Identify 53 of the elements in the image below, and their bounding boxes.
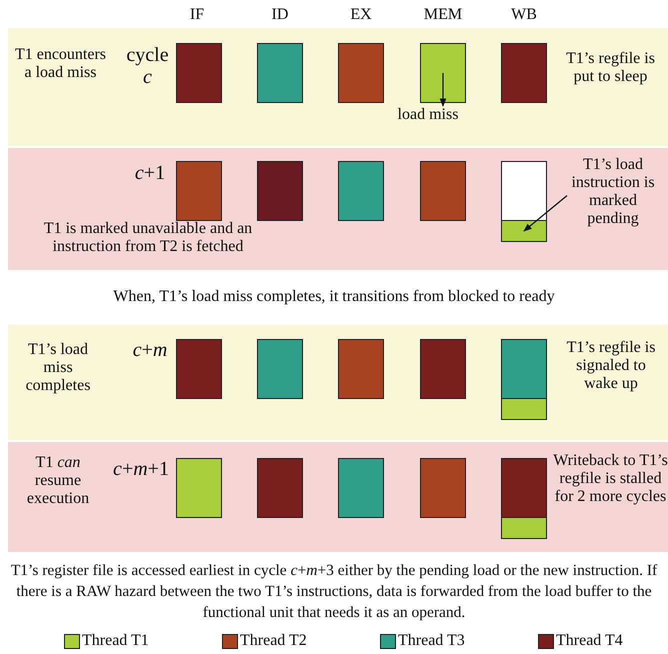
stage-band — [8, 28, 668, 146]
pipeline-stage-block — [420, 161, 466, 221]
leader-arrow — [440, 73, 446, 107]
cycle-label: c+1 — [134, 162, 166, 184]
pipeline-stage-block — [501, 161, 547, 221]
pipeline-stage-block — [338, 43, 384, 103]
pipeline-stage-block — [420, 339, 466, 399]
pipeline-stage-block — [176, 339, 222, 399]
description-text: T1’s regfile is signaled to wake up — [566, 339, 656, 393]
explanation-paragraph: T1’s register file is accessed earliest in cycle c+m+3 either by the pending load or the new instruction. If there is a RAW hazard between the two T1’s instructions, data is forwarded from the load buffer to the functional unit that needs it as an operand. — [10, 561, 658, 623]
stage-band — [8, 325, 668, 440]
description-text: T1’s load miss completes — [24, 341, 92, 395]
column-header: WB — [510, 6, 538, 24]
pipeline-stage-block — [338, 458, 384, 518]
legend-label: Thread T1 — [82, 632, 149, 650]
pipeline-stage-block — [257, 43, 303, 103]
pipeline-stage-block — [176, 43, 222, 103]
pipeline-stage-block — [501, 43, 547, 103]
column-header: MEM — [422, 6, 464, 24]
pipeline-stage-block — [501, 339, 547, 399]
stage-band — [8, 442, 668, 552]
pipeline-stage-block — [257, 458, 303, 518]
legend-label: Thread T4 — [556, 632, 623, 650]
pipeline-stage-block — [420, 458, 466, 518]
description-text: T1 can resume execution — [26, 454, 90, 508]
description-text: T1 encounters a load miss — [14, 46, 108, 82]
pipeline-stage-block — [338, 339, 384, 399]
stage-band — [8, 148, 668, 270]
column-header: IF — [188, 6, 206, 24]
pipeline-stage-block — [176, 161, 222, 221]
annotation-text: load miss — [383, 106, 473, 124]
pipeline-stage-block — [257, 339, 303, 399]
legend-label: Thread T3 — [398, 632, 465, 650]
leader-arrow — [523, 195, 568, 232]
pipeline-stage-block — [501, 220, 547, 242]
pipeline-stage-block — [176, 458, 222, 518]
pipeline-stage-block — [501, 398, 547, 420]
pipeline-stage-block — [257, 161, 303, 221]
description-text: T1 is marked unavailable and an instruction from T2 is fetched — [42, 220, 254, 256]
description-text: T1’s regfile is put to sleep — [565, 50, 656, 86]
annotation-text: T1’s load instruction is marked pending — [563, 156, 663, 228]
cycle-label: c+m+1 — [112, 458, 170, 480]
pipeline-stage-block — [420, 43, 466, 103]
description-text: Writeback to T1’s regfile is stalled for 2 more cycles — [553, 452, 668, 506]
pipeline-stage-block — [338, 161, 384, 221]
legend-label: Thread T2 — [240, 632, 307, 650]
pipeline-stage-block — [501, 517, 547, 539]
cycle-label: c+m — [132, 339, 168, 361]
column-header: ID — [270, 6, 290, 24]
column-header: EX — [349, 6, 373, 24]
transition-note: When, T1’s load miss completes, it transitions from blocked to ready — [112, 288, 556, 306]
pipeline-stage-block — [501, 458, 547, 518]
cycle-label: cycle c — [125, 44, 170, 88]
